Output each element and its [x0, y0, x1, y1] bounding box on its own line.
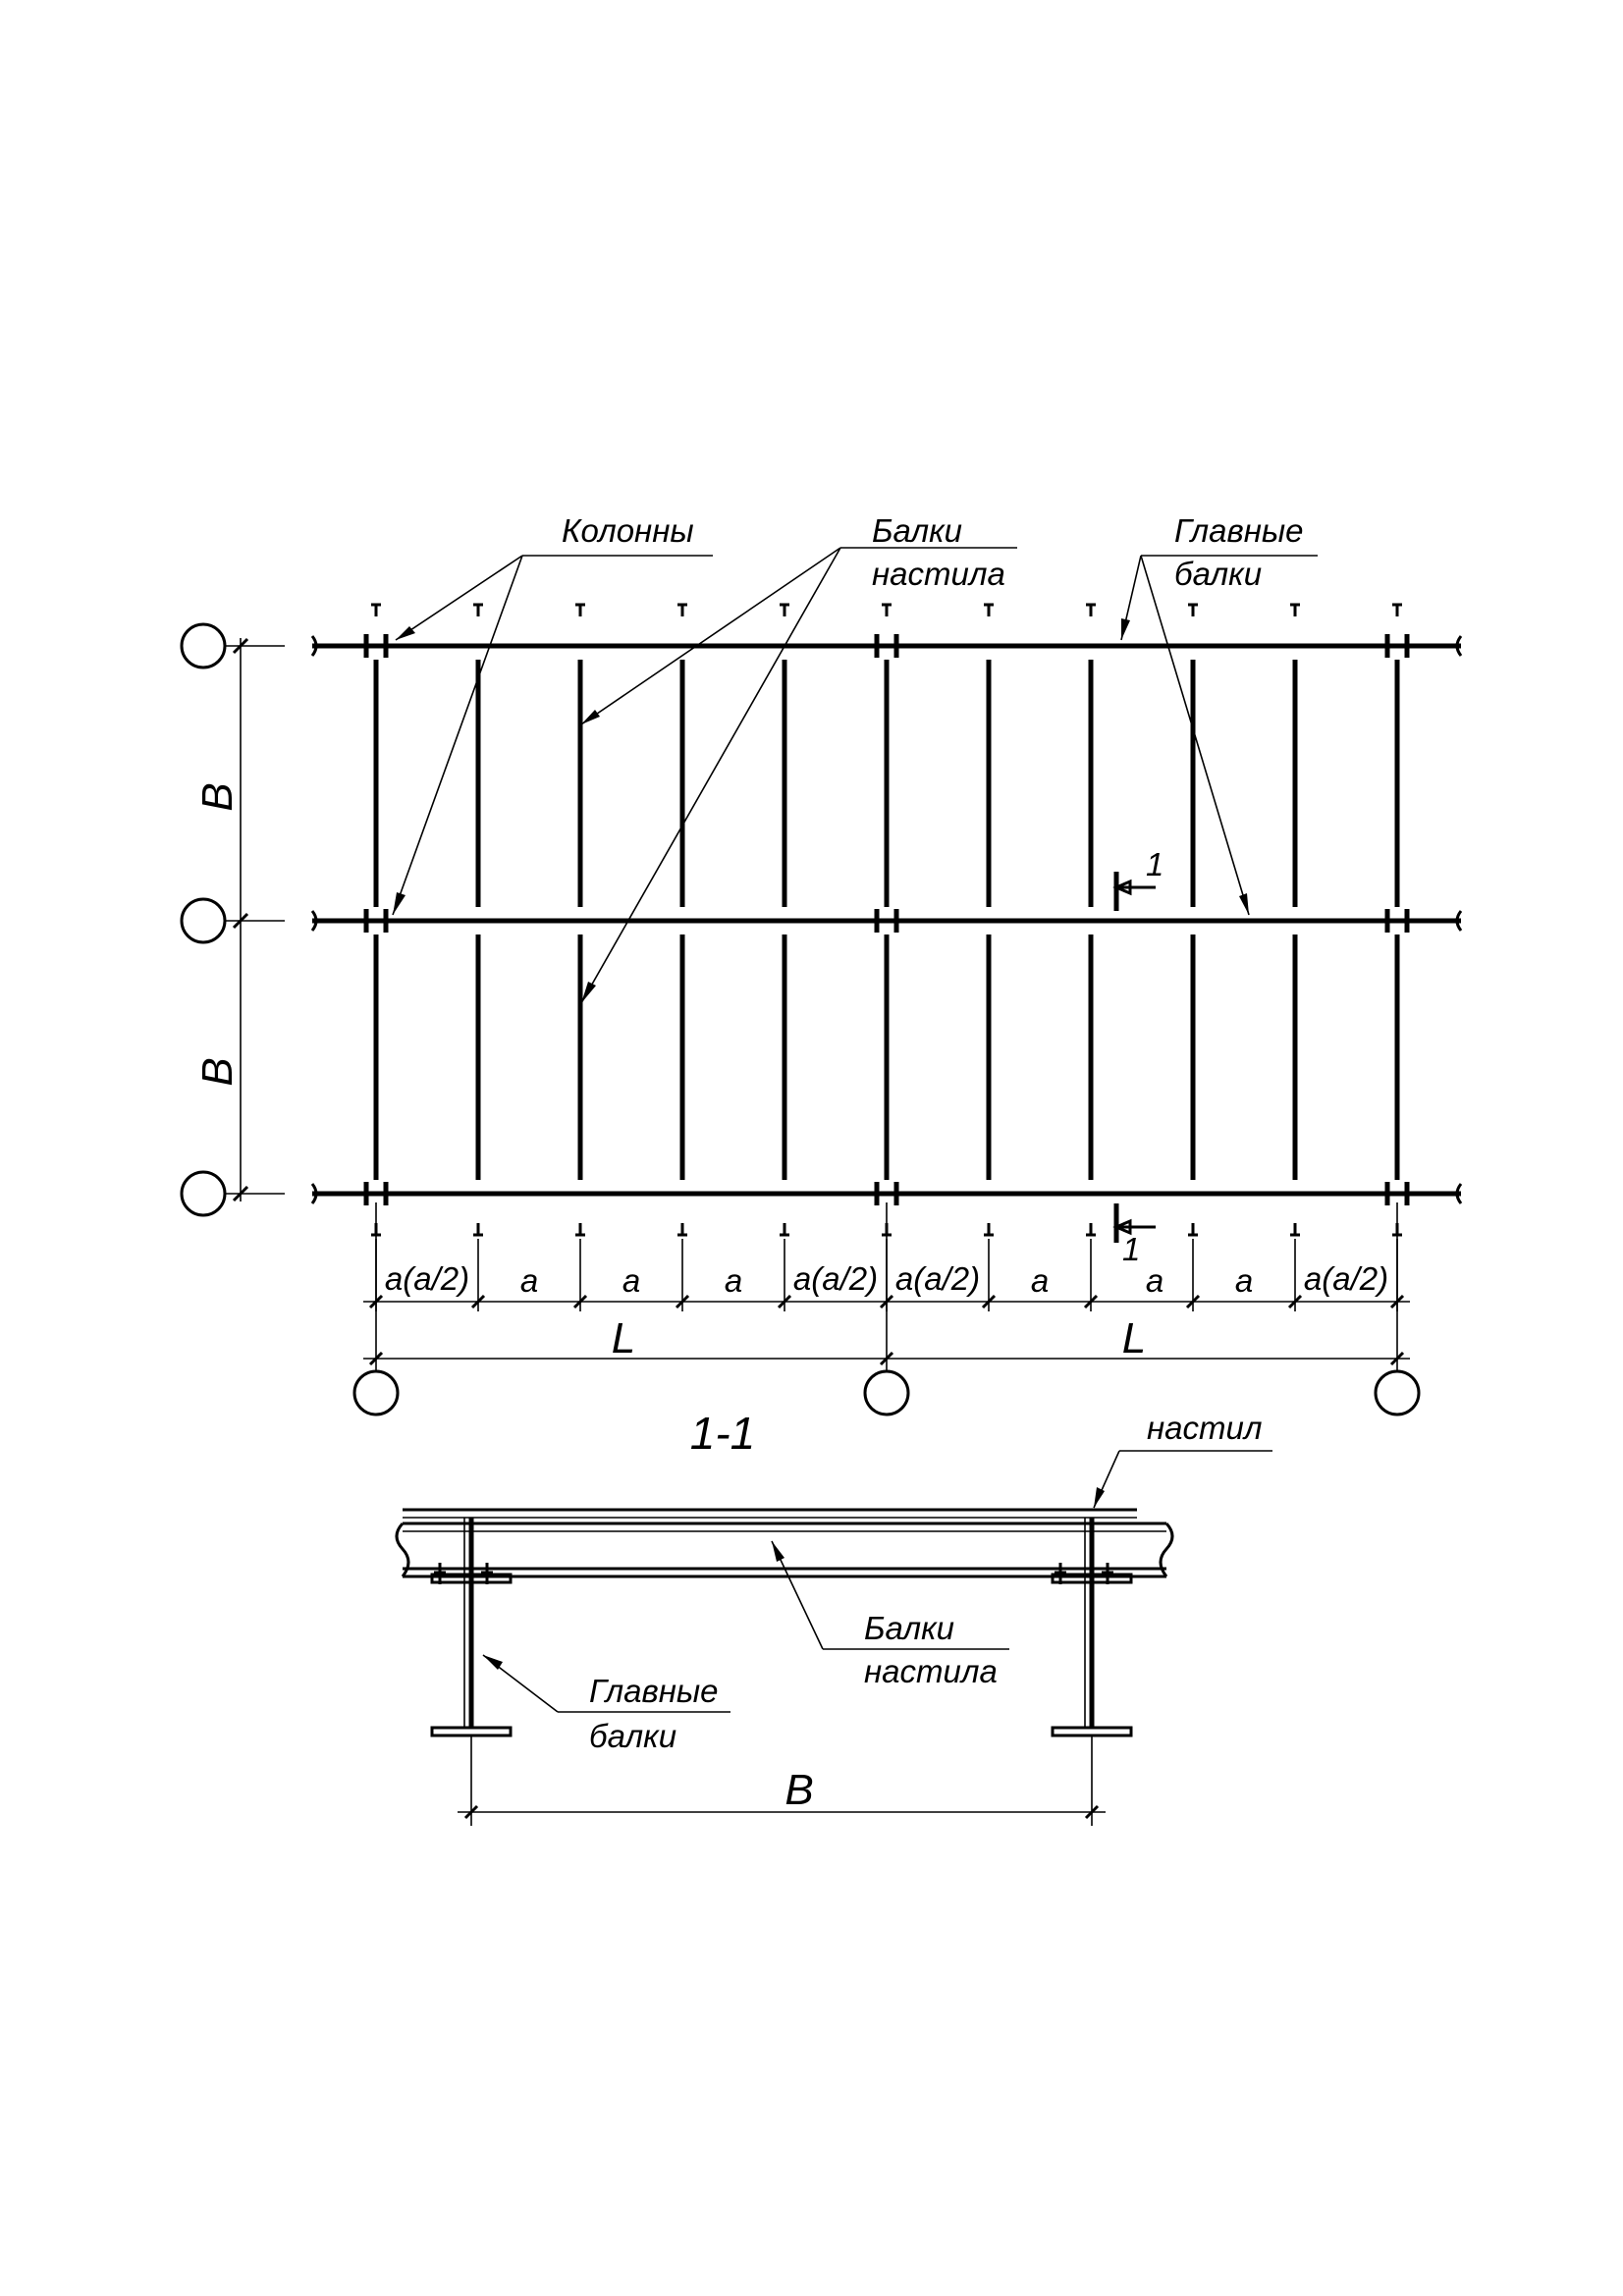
segment-6-label: a(a/2): [895, 1260, 980, 1297]
axis-marker-row-2: [180, 897, 227, 944]
axis-marker-col-3: [1374, 1369, 1421, 1416]
label-deck-beams-1: Балки: [872, 512, 962, 549]
main-beam-right: [1051, 1518, 1133, 1737]
axis-marker-row-1: [180, 622, 227, 669]
span-dimensions: L L: [363, 1314, 1410, 1366]
label-section-main-beams-2: балки: [589, 1718, 676, 1754]
segment-dimensions: a(a/2) a a a a(a/2) a(a/2) a a a a(a/2): [363, 1239, 1410, 1311]
axis-marker-col-1: [352, 1369, 400, 1416]
callout-main-beams: Главные балки: [1120, 512, 1318, 916]
section-cut-marks: 1 1: [1112, 846, 1163, 1267]
callout-deck-beams: Балки настила: [580, 512, 1017, 1004]
segment-4-label: a: [725, 1262, 742, 1299]
dimension-l-right: L: [1122, 1314, 1146, 1362]
section-dimension: B: [458, 1735, 1106, 1826]
dimension-b-lower: B: [193, 1057, 242, 1086]
label-columns: Колонны: [562, 512, 694, 549]
dimension-b-upper: B: [193, 782, 242, 811]
plan-view: B B: [180, 512, 1463, 1416]
main-beam-left: [430, 1518, 513, 1737]
columns: [363, 634, 1410, 1205]
segment-5-label: a(a/2): [793, 1260, 878, 1297]
label-main-beams-2: балки: [1174, 556, 1262, 592]
segment-9-label: a: [1235, 1262, 1253, 1299]
label-section-deck-beams-2: настила: [864, 1653, 998, 1689]
segment-3-label: a: [622, 1262, 640, 1299]
dimension-l-left: L: [612, 1314, 635, 1362]
axis-marker-col-2: [863, 1369, 910, 1416]
section-mark-bottom: 1: [1122, 1231, 1140, 1267]
segment-1-label: a(a/2): [385, 1260, 469, 1297]
deck-beams: [373, 660, 1400, 1180]
label-deck: настил: [1147, 1410, 1262, 1446]
segment-7-label: a: [1031, 1262, 1049, 1299]
label-main-beams-1: Главные: [1174, 512, 1303, 549]
section-mark-top: 1: [1146, 846, 1163, 882]
callout-columns: Колонны: [392, 512, 713, 916]
segment-8-label: a: [1146, 1262, 1163, 1299]
label-section-deck-beams-1: Балки: [864, 1610, 954, 1646]
section-dimension-b: B: [784, 1766, 813, 1814]
label-section-main-beams-1: Главные: [589, 1673, 718, 1709]
segment-10-label: a(a/2): [1304, 1260, 1388, 1297]
section-title: 1-1: [690, 1408, 755, 1459]
callout-deck: настил: [1093, 1410, 1272, 1509]
segment-2-label: a: [520, 1262, 538, 1299]
axis-marker-row-3: [180, 1170, 227, 1217]
callout-section-main-beams: Главные балки: [482, 1654, 730, 1754]
callout-section-deck-beams: Балки настила: [771, 1540, 1009, 1689]
beam-end-ticks: [371, 603, 1402, 1237]
label-deck-beams-2: настила: [872, 556, 1005, 592]
bay-dimension: B B: [193, 637, 249, 1202]
section-view: 1-1: [395, 1408, 1272, 1826]
